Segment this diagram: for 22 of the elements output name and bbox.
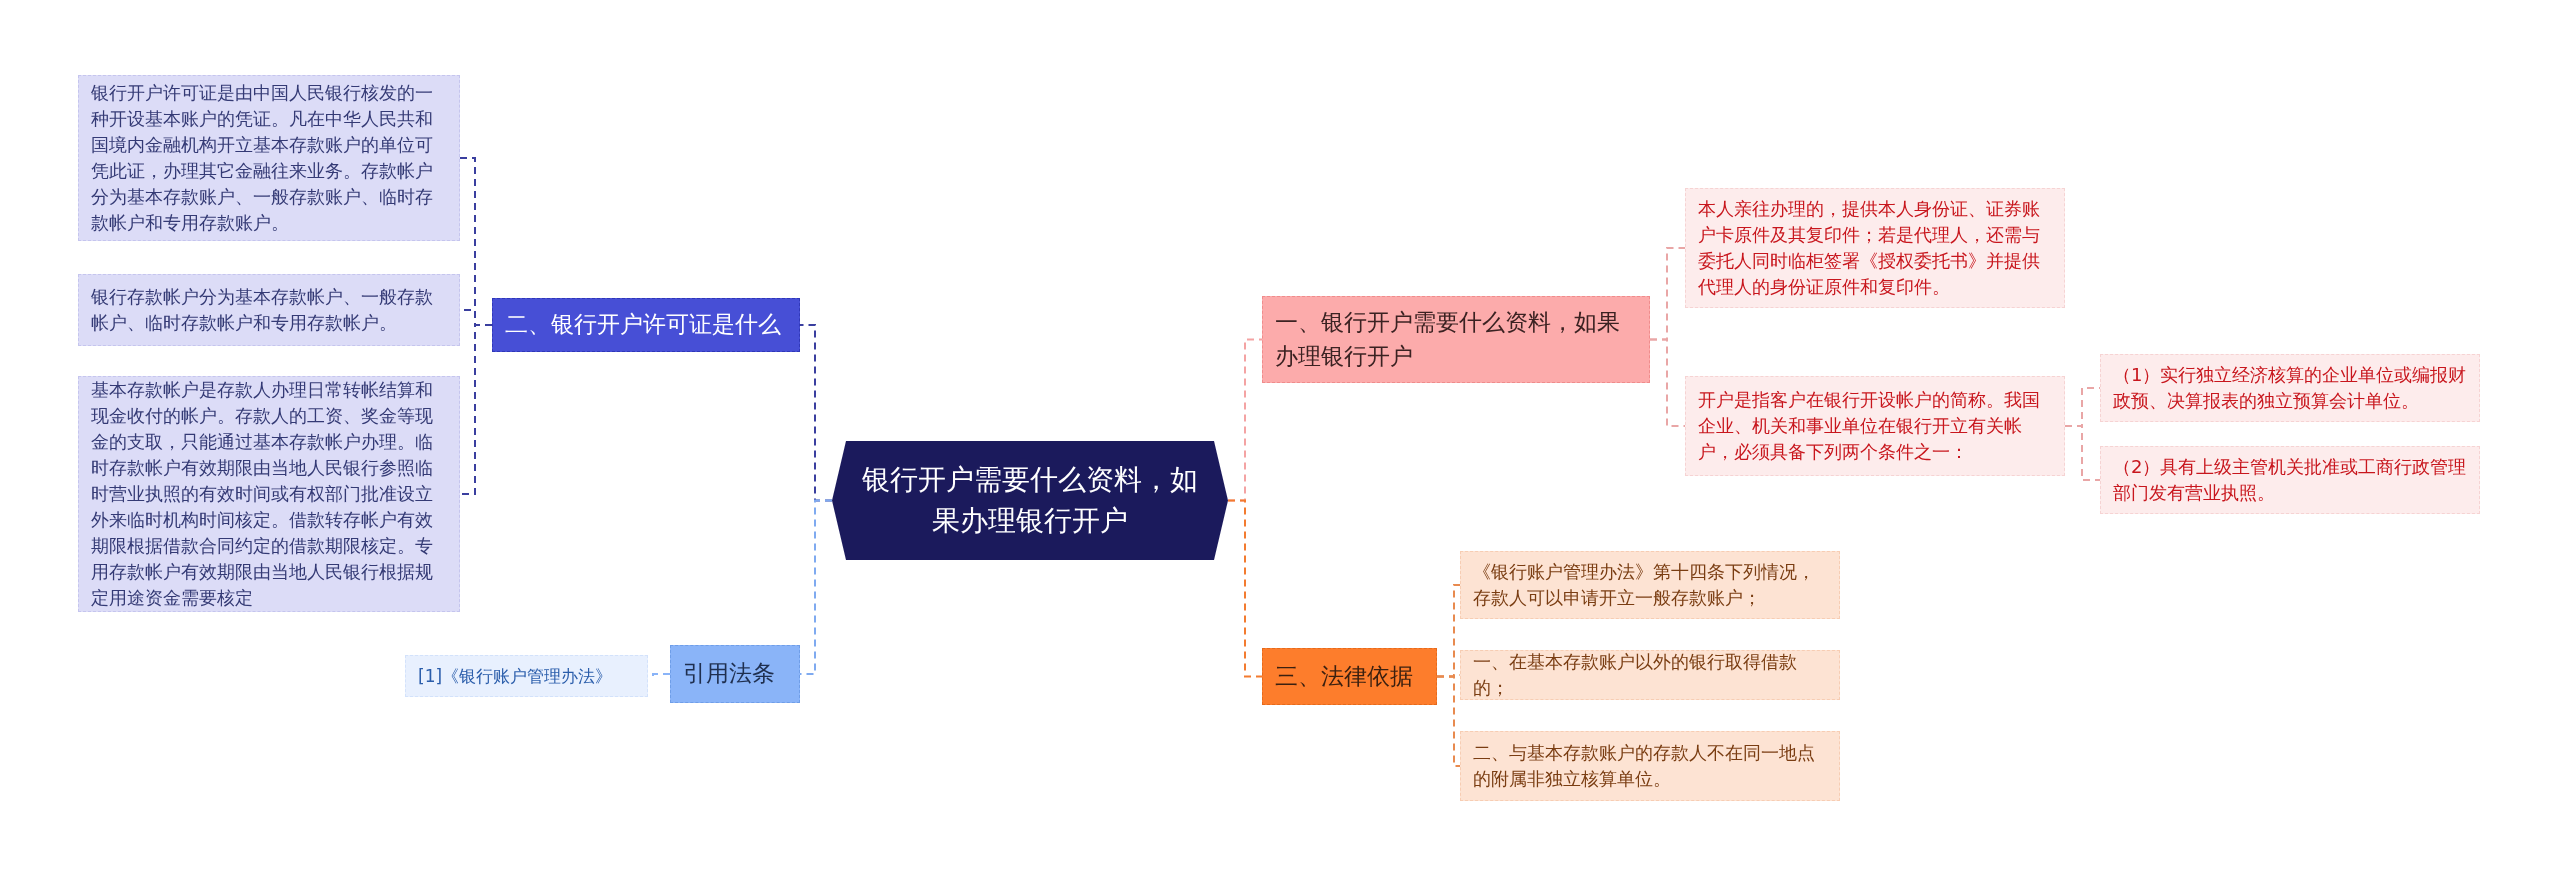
subtopic-box: 本人亲往办理的，提供本人身份证、证券账户卡原件及其复印件；若是代理人，还需与委托人同时临柜签署《授权委托书》并提供代理人的身份证原件和复印件。 <box>1685 188 2065 308</box>
connector-line <box>2064 425 2101 481</box>
central-topic: 银行开户需要什么资料，如果办理银行开户 <box>832 441 1228 560</box>
subtopic-box: 开户是指客户在银行开设帐户的简称。我国企业、机关和事业单位在银行开立有关帐户，必须具备下列两个条件之一： <box>1685 376 2065 476</box>
connector-line <box>799 499 833 675</box>
topic-box: 引用法条 <box>670 645 800 703</box>
subtopic-box: 《银行账户管理办法》第十四条下列情况，存款人可以申请开立一般存款账户； <box>1460 551 1840 619</box>
subtopic-box: 银行存款帐户分为基本存款帐户、一般存款帐户、临时存款帐户和专用存款帐户。 <box>78 274 460 346</box>
connector-line <box>459 324 493 495</box>
connector-line <box>1649 338 1686 427</box>
subtopic-box: 银行开户许可证是由中国人民银行核发的一种开设基本账户的凭证。凡在中华人民共和国境内金融机构开立基本存款账户的单位可凭此证，办理其它金融往来业务。存款帐户分为基本存款账户、一般存款账户、临时存款帐户和专用存款账户。 <box>78 75 460 241</box>
topic-box: 三、法律依据 <box>1262 648 1437 705</box>
connector-line <box>1436 675 1461 767</box>
subtopic-box: （1）实行独立经济核算的企业单位或编报财政预、决算报表的独立预算会计单位。 <box>2100 354 2480 422</box>
subtopic-box: （2）具有上级主管机关批准或工商行政管理部门发有营业执照。 <box>2100 446 2480 514</box>
subtopic-box: [1]《银行账户管理办法》 <box>405 655 648 697</box>
topic-box: 二、银行开户许可证是什么 <box>492 298 800 352</box>
topic-box: 一、银行开户需要什么资料，如果办理银行开户 <box>1262 296 1650 383</box>
subtopic-box: 二、与基本存款账户的存款人不在同一地点的附属非独立核算单位。 <box>1460 731 1840 801</box>
connector-line <box>1227 499 1263 678</box>
subtopic-box: 一、在基本存款账户以外的银行取得借款的； <box>1460 650 1840 700</box>
subtopic-box: 基本存款帐户是存款人办理日常转帐结算和现金收付的帐户。存款人的工资、奖金等现金的支取，只能通过基本存款帐户办理。临时存款帐户有效期限由当地人民银行参照临时营业执照的有效时间或有权部门批准设立外来临时机构时间核定。借款转存帐户有效期限根据借款合同约定的借款期限核定。专用存款帐户有效期限由当地人民银行根据规定用途资金需要核定 <box>78 376 460 612</box>
